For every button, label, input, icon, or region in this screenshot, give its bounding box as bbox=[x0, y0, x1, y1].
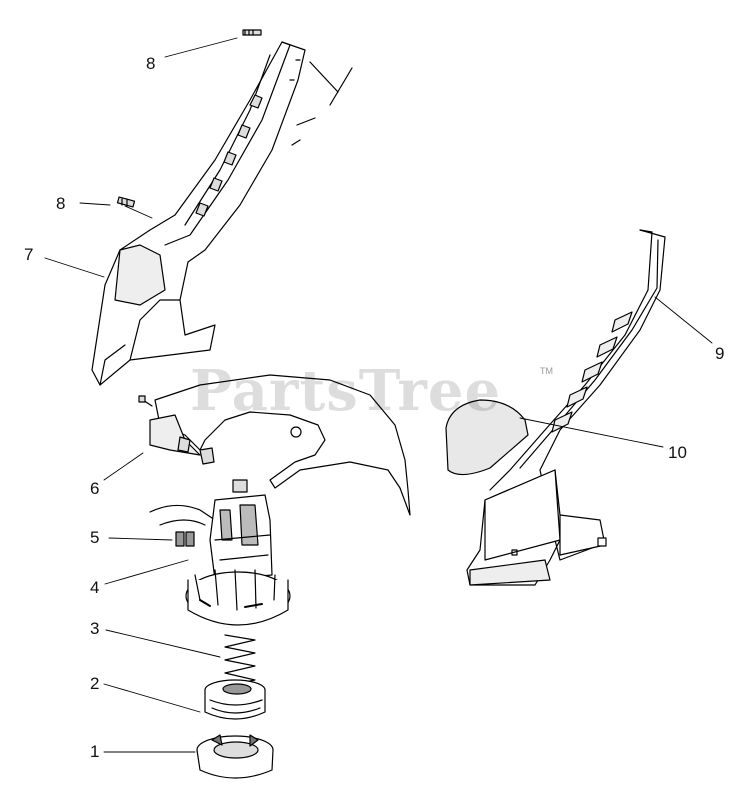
callout-3: 3 bbox=[90, 619, 100, 638]
callout-6: 6 bbox=[90, 479, 100, 498]
guard bbox=[138, 374, 411, 516]
motor bbox=[185, 479, 291, 626]
spool bbox=[204, 679, 266, 720]
grip-pad bbox=[445, 399, 529, 476]
spool-cap bbox=[196, 734, 274, 779]
callout-9: 9 bbox=[715, 344, 725, 363]
leader-lines bbox=[44, 37, 713, 753]
callout-8-left: 8 bbox=[56, 194, 66, 213]
terminals bbox=[149, 504, 216, 547]
callout-10: 10 bbox=[668, 443, 687, 462]
screw-left bbox=[116, 196, 136, 208]
shaft-breakline bbox=[291, 61, 353, 146]
callout-4: 4 bbox=[90, 578, 100, 597]
spring bbox=[224, 634, 256, 686]
left-housing bbox=[91, 41, 306, 386]
callout-5: 5 bbox=[90, 528, 100, 547]
callout-8-top: 8 bbox=[146, 54, 156, 73]
callout-7: 7 bbox=[24, 245, 34, 264]
screw-top bbox=[242, 29, 262, 36]
callout-2: 2 bbox=[90, 674, 100, 693]
watermark-text: PartsTree bbox=[190, 358, 502, 424]
right-housing bbox=[466, 229, 666, 586]
watermark-trademark: TM bbox=[540, 366, 553, 376]
callout-1: 1 bbox=[90, 742, 100, 761]
